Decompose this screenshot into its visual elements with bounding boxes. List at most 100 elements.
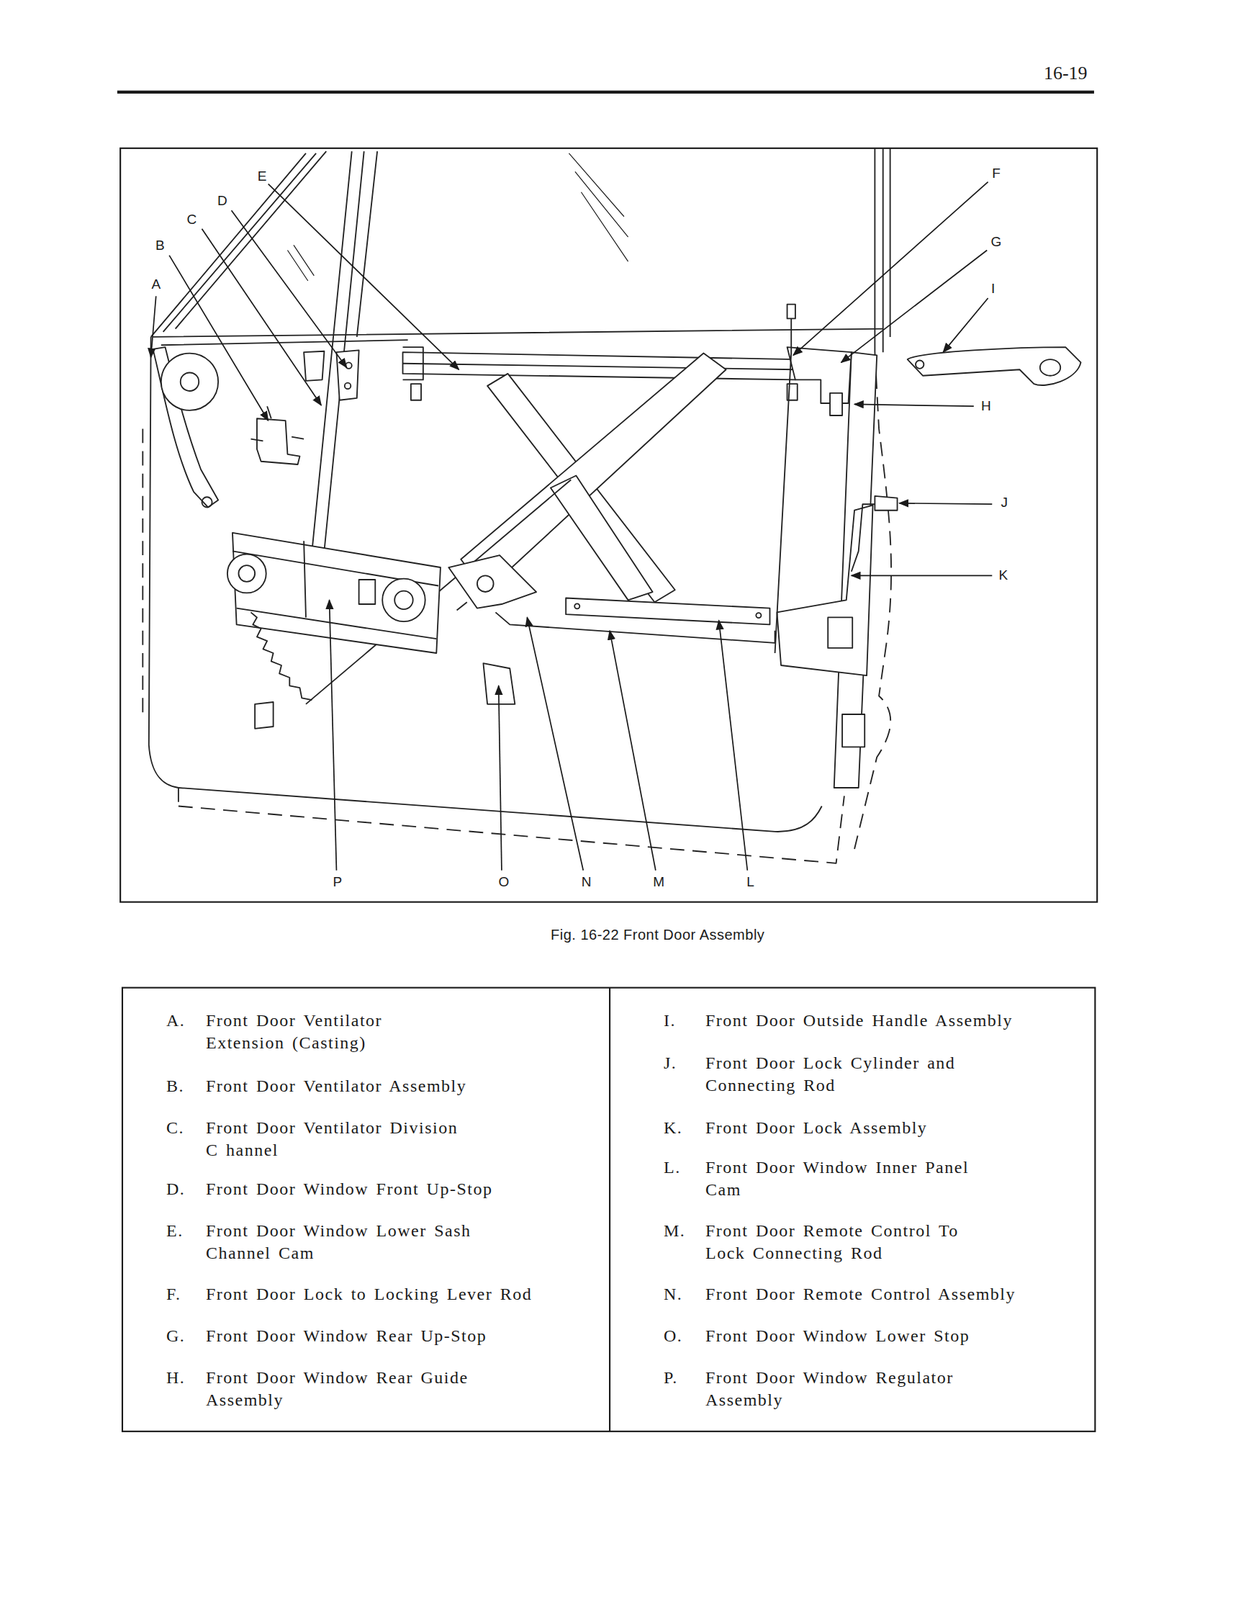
callout-letter: E [256, 169, 269, 185]
belt-line [152, 328, 883, 346]
leader-line [268, 183, 460, 370]
bolt [201, 496, 212, 507]
leader-line [151, 295, 157, 358]
channel-stud [411, 383, 422, 401]
callout-letter: P [331, 874, 345, 890]
callout-letter: J [999, 495, 1010, 511]
gear-sector [250, 611, 312, 700]
bolt [345, 362, 352, 368]
part-name: Front Door Ventilator Extension (Casting… [205, 1009, 388, 1054]
locking-rod [775, 305, 792, 653]
guide-clip [829, 393, 843, 416]
regulator-pivot [382, 578, 425, 622]
part-name: Front Door Window Lower Sash Channel Cam [205, 1219, 476, 1264]
leader-line [526, 616, 584, 870]
part-name: Front Door Window Rear Guide Assembly [205, 1366, 473, 1411]
figure-caption: Fig. 16-22 Front Door Assembly [550, 925, 765, 943]
ventilator-assembly [256, 418, 300, 465]
window-regulator [232, 532, 441, 653]
leader-line [498, 685, 502, 870]
item-letter: C. [166, 1116, 185, 1139]
item-letter: F. [166, 1282, 181, 1306]
leader-line [329, 599, 337, 870]
item-letter: P. [663, 1366, 679, 1389]
table-divider [608, 987, 611, 1431]
bolt [755, 612, 761, 618]
part-name: Front Door Ventilator Assembly [205, 1074, 467, 1097]
callout-letter: L [745, 874, 756, 890]
lower-sash-channel [403, 346, 796, 380]
callout-letter: I [989, 280, 997, 296]
part-name: Front Door Remote Control To Lock Connec… [705, 1219, 964, 1264]
leader-line [793, 182, 989, 356]
remote-control [457, 601, 468, 610]
leader-line [942, 298, 988, 352]
leader-line [854, 403, 974, 406]
part-name: Front Door Lock to Locking Lever Rod [205, 1282, 532, 1306]
leader-lines [151, 182, 993, 871]
regulator-spindle [238, 565, 255, 582]
item-letter: I. [663, 1009, 676, 1032]
lock-block [827, 616, 853, 648]
part-name: Front Door Window Rear Up-Stop [205, 1324, 487, 1347]
callout-letter: N [580, 874, 594, 890]
regulator-spindle [227, 554, 267, 594]
lock-assembly [776, 505, 873, 676]
regulator-bracket [254, 701, 273, 729]
item-letter: O. [663, 1324, 683, 1347]
ventilator-assembly [250, 405, 304, 441]
callout-letter: G [989, 233, 1004, 250]
remote-control-pivot [477, 575, 494, 592]
item-letter: N. [663, 1282, 683, 1306]
leader-line [201, 228, 322, 406]
item-letter: E. [166, 1219, 184, 1242]
leader-line [719, 620, 748, 871]
part-name: Front Door Window Inner Panel Cam [705, 1156, 974, 1201]
vent-pivot [161, 353, 219, 411]
handle-bolt [915, 359, 924, 368]
callout-letter: C [184, 211, 198, 227]
cylinder-rod [851, 503, 876, 571]
leader-line [231, 210, 347, 368]
item-letter: D. [166, 1177, 185, 1200]
figure-border [120, 148, 1097, 902]
legend-table-border [122, 987, 1095, 1431]
part-name: Front Door Window Front Up-Stop [205, 1177, 493, 1200]
regulator-pivot [394, 590, 413, 609]
callout-letter: D [215, 193, 229, 209]
callout-letter: M [651, 874, 666, 890]
callout-letter: F [990, 165, 1002, 181]
item-letter: M. [663, 1219, 686, 1242]
callout-letter: O [496, 874, 511, 890]
outside-handle [907, 346, 1082, 386]
header-rule [117, 90, 1095, 94]
bolt [574, 603, 580, 609]
glass-hatching [287, 153, 628, 281]
callout-letter: B [154, 238, 167, 254]
part-name: Front Door Lock Cylinder and Connecting … [705, 1051, 961, 1097]
part-name: Front Door Ventilator Division C hannel [205, 1116, 463, 1162]
rear-frame [874, 148, 890, 352]
vent-frame [151, 151, 327, 337]
item-letter: A. [166, 1009, 185, 1032]
callout-letter: A [149, 277, 162, 293]
door-outline-dashed [178, 351, 892, 864]
item-letter: B. [166, 1074, 185, 1097]
item-letter: L. [663, 1156, 681, 1179]
leader-line [899, 503, 992, 504]
window-regulator [232, 540, 439, 639]
callout-letter: K [997, 567, 1010, 583]
leader-line [609, 630, 656, 871]
bolt [344, 382, 351, 389]
part-name: Front Door Outside Handle Assembly [705, 1009, 1013, 1032]
inner-panel-cam [565, 598, 770, 625]
door-outline-dashed [141, 428, 144, 715]
vent-pivot [180, 372, 199, 391]
door-drawing [142, 148, 1081, 864]
lock-cylinder [874, 495, 897, 511]
regulator-clip [359, 579, 376, 604]
part-name: Front Door Window Regulator Assembly [705, 1366, 959, 1411]
handle-button [1040, 359, 1061, 376]
part-name: Front Door Remote Control Assembly [705, 1282, 1016, 1306]
